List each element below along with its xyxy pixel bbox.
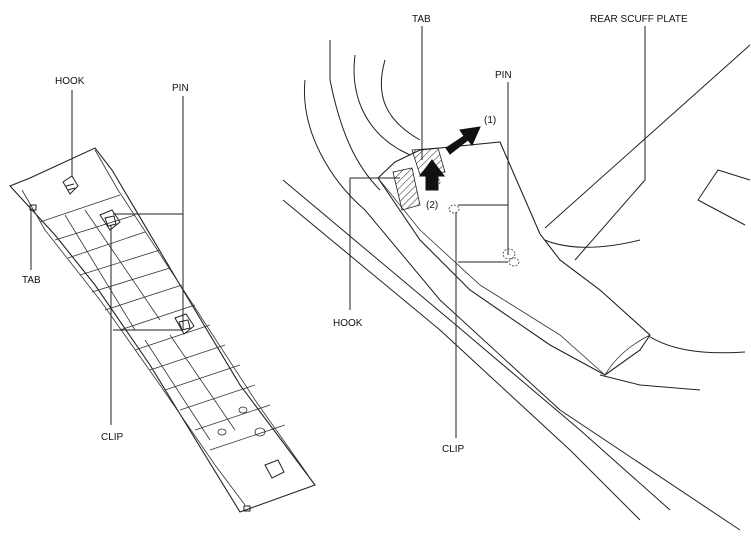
tab-icon [29,204,37,211]
left-pin-label: PIN [172,83,189,94]
rear-scuff-plate-label: REAR SCUFF PLATE [590,14,688,25]
right-hook-label: HOOK [333,318,363,329]
clip-icon [99,209,121,231]
installed-view [282,40,751,531]
arrow-1-icon [445,126,481,155]
left-tab-label: TAB [22,275,41,286]
hook-icon [62,175,79,195]
left-hook-label: HOOK [55,76,85,87]
right-pin-label: PIN [495,70,512,81]
left-clip-label: CLIP [101,432,124,443]
step-1-label: (1) [484,115,496,126]
step-2-label: (2) [426,200,438,211]
arrow-2-icon [419,159,445,191]
pin-icon [502,248,520,267]
right-leader-lines [349,26,646,438]
pin-icon [448,204,460,214]
left-leader-lines [30,90,184,425]
clip-icon [174,313,195,335]
right-tab-label: TAB [412,14,431,25]
right-clip-label: CLIP [442,444,465,455]
